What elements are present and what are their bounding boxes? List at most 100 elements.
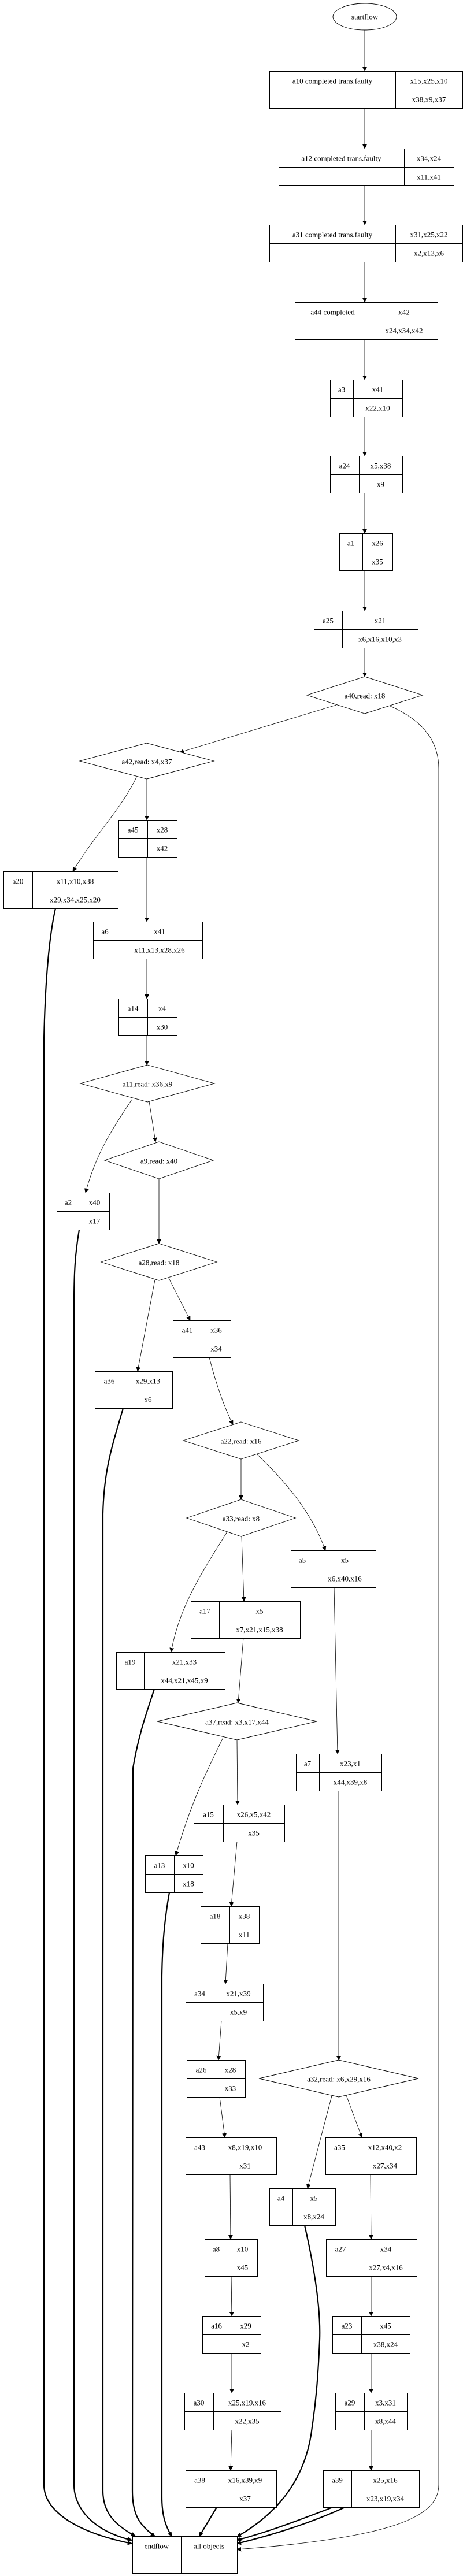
decision-node-a22: a22,read: x16 [182, 1421, 300, 1460]
node-label: a14 [128, 1004, 139, 1013]
node-label: a34 [194, 1989, 205, 1998]
node-value-bottom: x27,x4,x16 [369, 2263, 403, 2272]
node-label: a6 [101, 927, 109, 936]
node-label: a16 [211, 2322, 222, 2330]
node-value-top: x38 [239, 1912, 250, 1921]
node-value-bottom: x29,x34,x25,x20 [50, 896, 101, 904]
edge-a43-to-a8 [230, 2174, 231, 2239]
record-node-a16: a16 x29 x2 [202, 2316, 261, 2354]
edge-a38-to-endflow [199, 2507, 217, 2536]
decision-label: a42,read: x4,x37 [121, 758, 172, 766]
edge-a19-to-endflow [131, 1688, 155, 2537]
decision-diamond [157, 1702, 317, 1740]
edge-a13-to-endflow [161, 1892, 172, 2536]
node-label: a19 [125, 1658, 136, 1666]
edge-a22-to-a5 [255, 1453, 325, 1550]
node-value-top: x15,x25,x10 [410, 77, 448, 86]
decision-node-a37: a37,read: x3,x17,x44 [157, 1702, 317, 1740]
edge-a36-to-endflow [102, 1408, 135, 2537]
decision-label: a37,read: x3,x17,x44 [205, 1718, 269, 1727]
edge-a5-to-a7 [334, 1587, 338, 1754]
node-value-bottom: x9 [377, 480, 384, 489]
node-value-bottom: x23,x19,x34 [366, 2495, 405, 2503]
node-value-top: x45 [380, 2322, 391, 2330]
decision-diamond [258, 2059, 419, 2098]
node-value-bottom: x11,x13,x28,x26 [134, 946, 185, 955]
node-value-top: x34 [380, 2245, 392, 2254]
edge-a41-to-a22 [209, 1357, 233, 1424]
node-value-top: x25,x16 [373, 2476, 398, 2485]
node-label: endflow [145, 2542, 169, 2551]
edge-a26-to-a43 [219, 2096, 225, 2137]
node-value-top: x29 [240, 2322, 251, 2330]
decision-label: a40,read: x18 [345, 692, 386, 700]
decision-label: a28,read: x18 [139, 1259, 180, 1267]
decision-label: a11,read: x36,x9 [123, 1080, 173, 1089]
decision-label: a32,read: x6,x29,x16 [307, 2075, 371, 2084]
node-label: a31 completed trans.faulty [292, 231, 373, 239]
node-value-bottom: x22,x35 [235, 2417, 259, 2426]
node-value-bottom: x6 [145, 1395, 153, 1404]
node-label: a30 [194, 2399, 205, 2407]
node-value-top: x41 [154, 927, 165, 936]
decision-diamond [103, 1141, 214, 1179]
decision-diamond [100, 1243, 218, 1281]
node-value-top: x5 [256, 1607, 264, 1616]
edge-a39-to-endflow [237, 2506, 334, 2540]
node-value-bottom: x2,x13,x6 [414, 249, 445, 258]
edge-a37-to-a15 [237, 1739, 238, 1805]
edge-a20-to-endflow [43, 908, 132, 2544]
node-value-top: x42 [398, 308, 410, 317]
node-label: a39 [332, 2476, 343, 2485]
node-value-top: x21,x39 [226, 1989, 250, 1998]
node-value-bottom: x18 [183, 1880, 194, 1888]
record-node-a39: a39 x25,x16 x23,x19,x34 [323, 2470, 420, 2508]
node-value-top: x26 [372, 539, 383, 548]
node-value-top: x31,x25,x22 [410, 231, 448, 239]
node-label: a1 [347, 539, 354, 548]
node-label: a20 [13, 877, 24, 886]
node-value-top: x21,x33 [172, 1658, 197, 1666]
node-value-top: x34,x24 [417, 154, 442, 163]
node-value-bottom: x2 [242, 2340, 250, 2349]
edge-a40-to-a42 [180, 704, 337, 752]
node-label: a17 [199, 1607, 210, 1616]
node-value-bottom: x22,x10 [365, 404, 390, 413]
edges-layer [43, 30, 439, 2549]
edge-a42-to-a20 [73, 777, 137, 871]
decision-diamond [79, 1064, 216, 1103]
edge-a28-to-a36 [138, 1279, 155, 1371]
node-value-bottom: x30 [157, 1023, 168, 1031]
node-label: a29 [345, 2399, 355, 2407]
edge-a11-to-a9 [149, 1101, 155, 1142]
edge-a33-to-a19 [171, 1531, 228, 1652]
node-value-bottom: x17 [89, 1217, 101, 1226]
decision-diamond [186, 1499, 297, 1537]
decision-node-a42: a42,read: x4,x37 [79, 743, 215, 780]
node-label: a25 [323, 617, 334, 625]
node-label: a38 [194, 2476, 205, 2485]
node-label: a8 [213, 2245, 220, 2254]
node-value-bottom: x31 [239, 2162, 251, 2170]
